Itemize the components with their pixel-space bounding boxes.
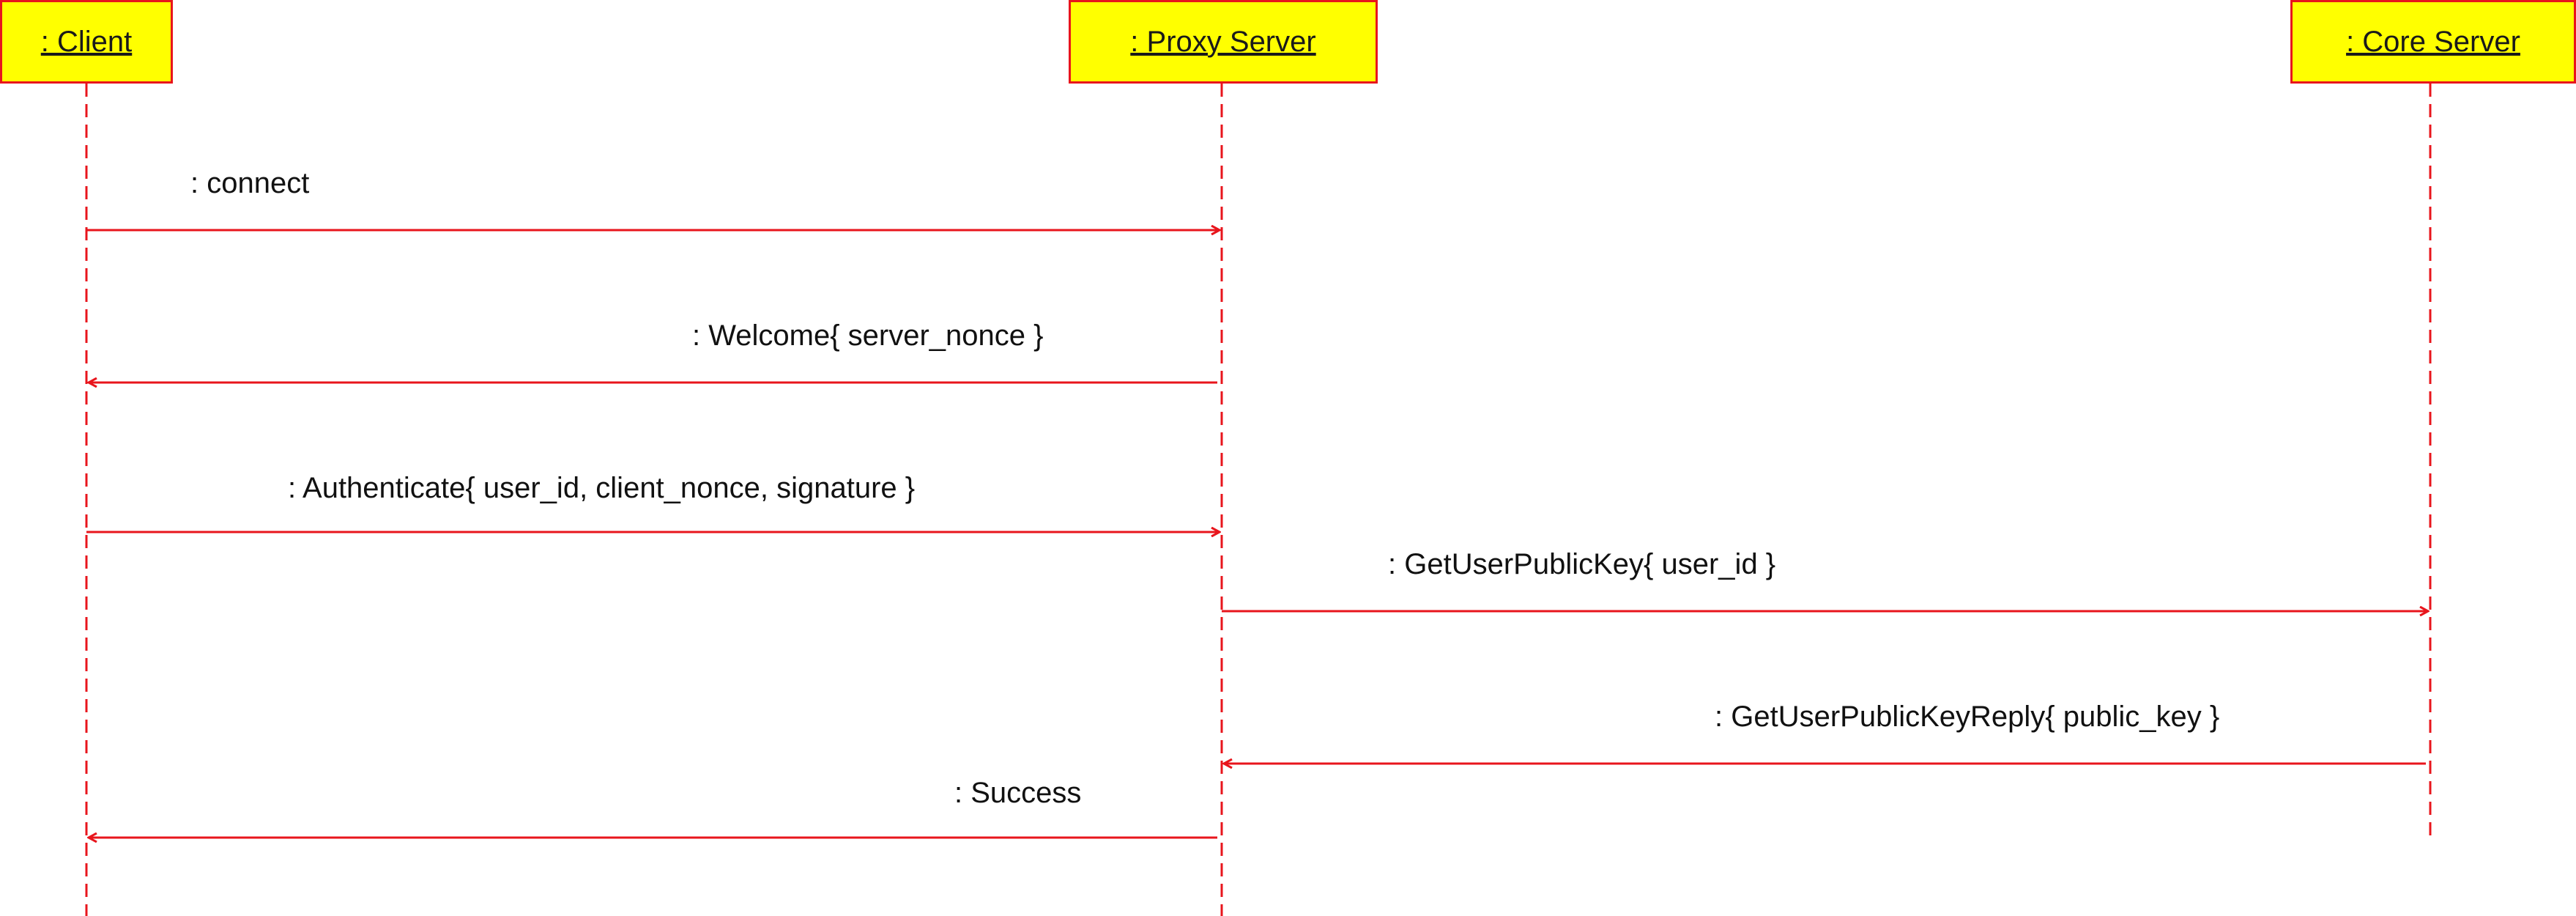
message-label-welcome: : Welcome{ server_nonce }: [692, 320, 1044, 352]
participant-proxy-server: : Proxy Server: [1069, 0, 1378, 84]
message-label-authenticate: : Authenticate{ user_id, client_nonce, s…: [288, 472, 916, 504]
message-label-connect: : connect: [190, 167, 310, 199]
participant-core-server: : Core Server: [2290, 0, 2576, 84]
participant-client: : Client: [0, 0, 173, 84]
message-label-success: : Success: [954, 777, 1082, 809]
participant-client-label: : Client: [40, 25, 133, 58]
message-label-get-user-public-key: : GetUserPublicKey{ user_id }: [1388, 548, 1776, 580]
message-label-get-user-public-key-reply: : GetUserPublicKeyReply{ public_key }: [1715, 701, 2220, 733]
participant-core-server-label: : Core Server: [2346, 25, 2520, 58]
participant-proxy-server-label: : Proxy Server: [1130, 25, 1316, 58]
